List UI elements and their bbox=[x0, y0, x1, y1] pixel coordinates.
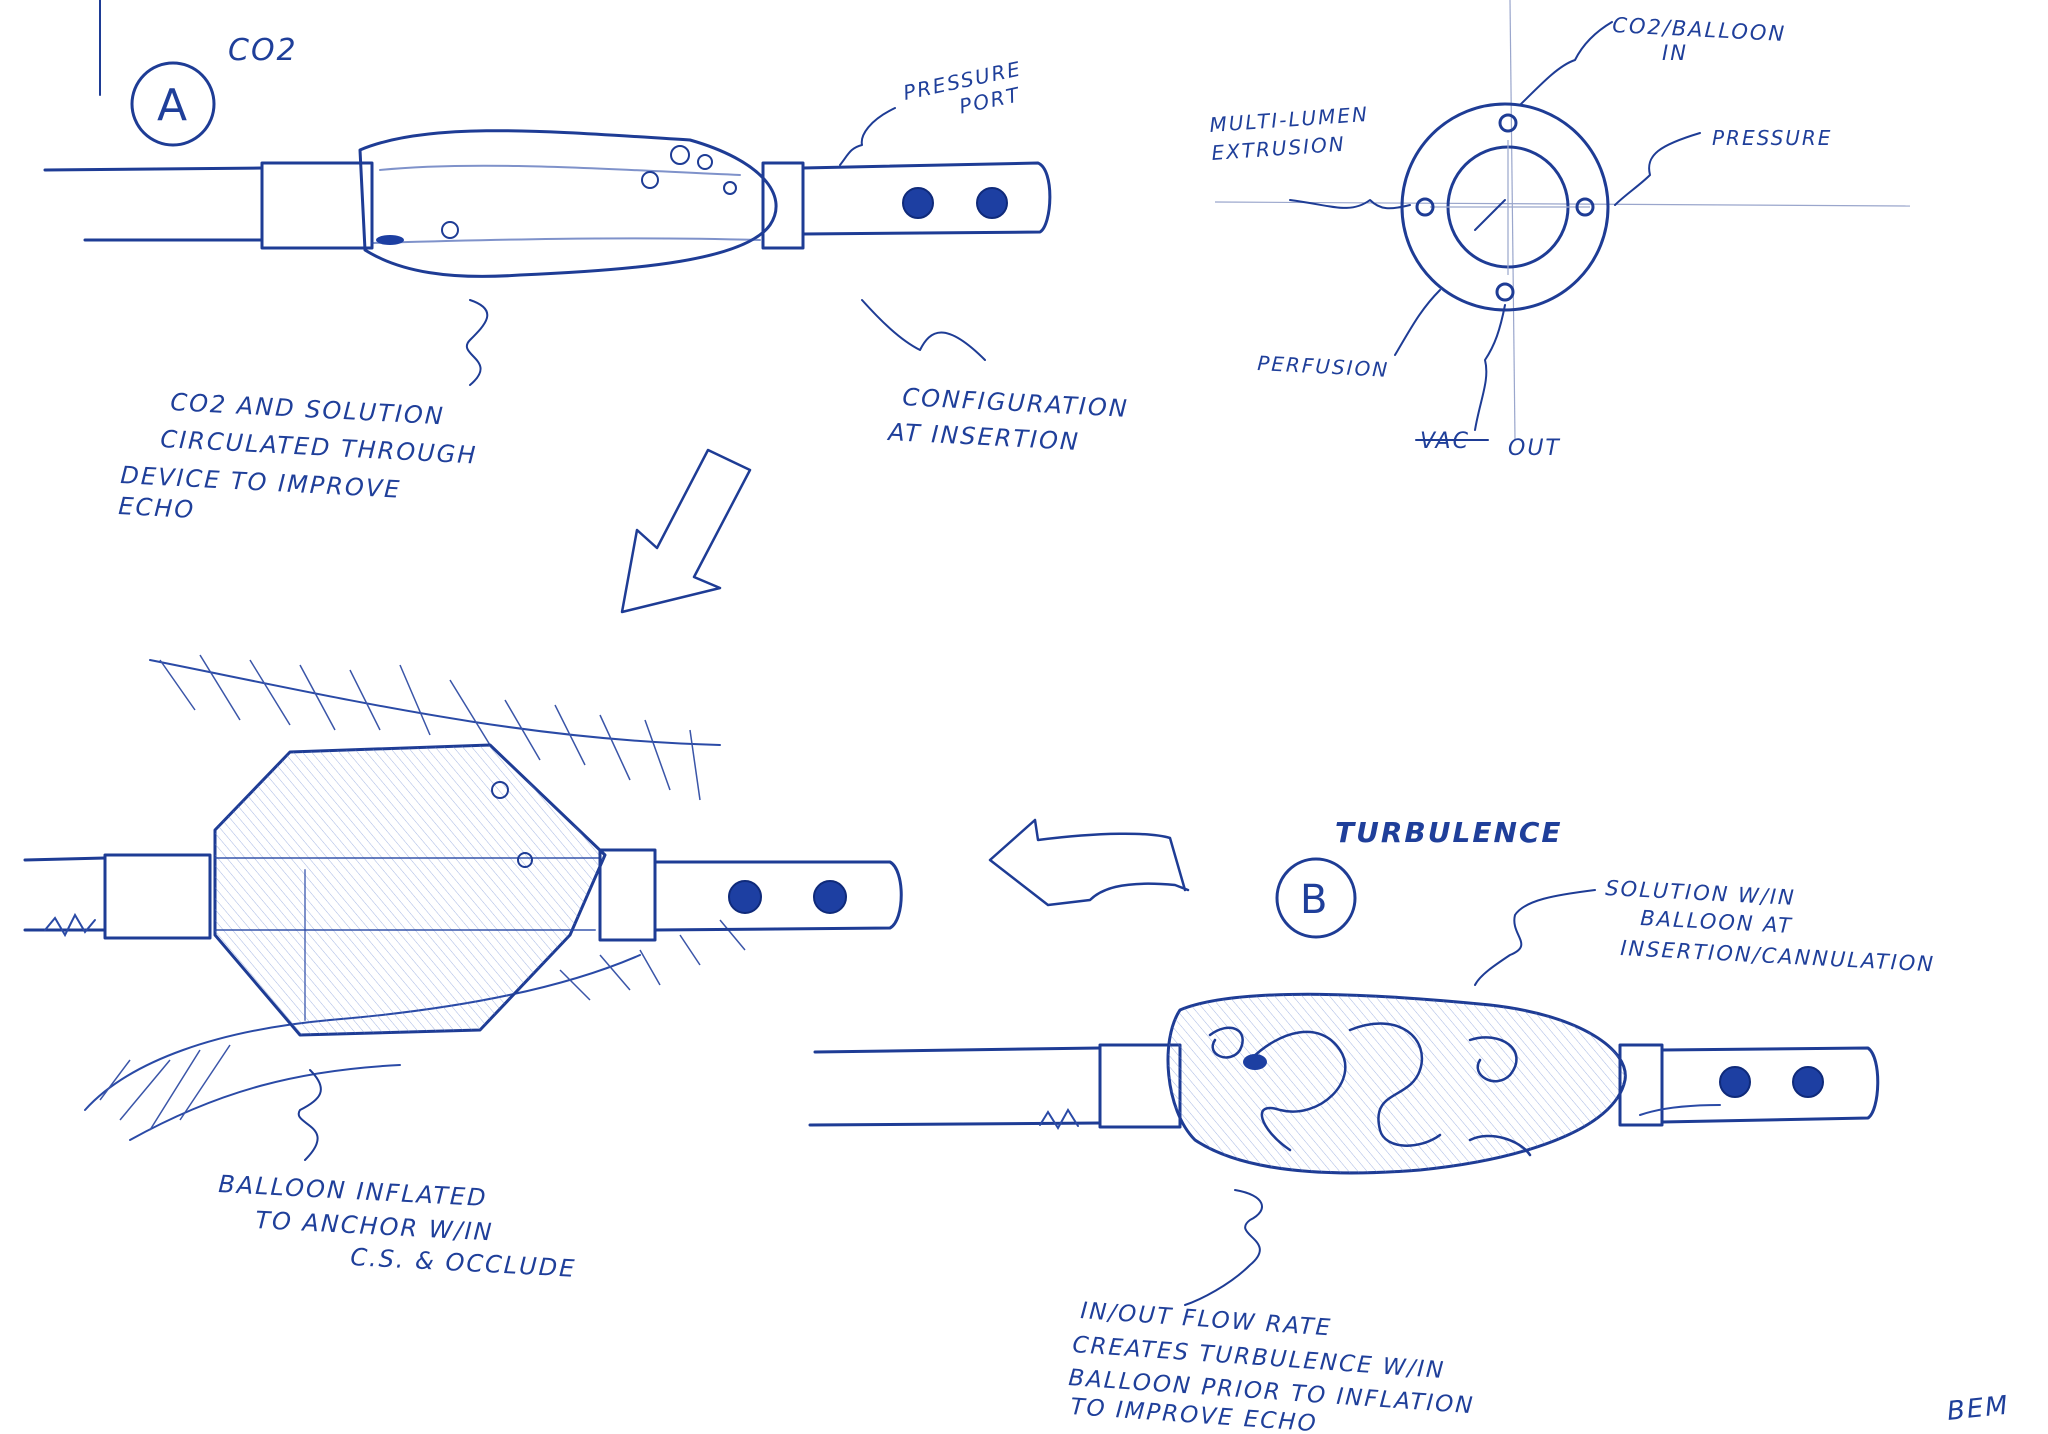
label-pressure: PRESSURE bbox=[1712, 126, 1832, 150]
cross-section bbox=[1214, 0, 1911, 441]
catheter-inflated bbox=[23, 743, 903, 1037]
leader-solution bbox=[1474, 889, 1596, 986]
svg-text:TO ANCHOR W/IN: TO ANCHOR W/IN bbox=[255, 1206, 495, 1246]
svg-text:CO2/BALLOON: CO2/BALLOON bbox=[1612, 13, 1787, 46]
label-vac-out: VAC OUT bbox=[1415, 429, 1561, 461]
turbulence-heading: TURBULENCE bbox=[1335, 816, 1563, 849]
leader-configuration bbox=[861, 299, 986, 361]
label-vac-struck: VAC bbox=[1420, 429, 1470, 454]
label-co2-solution: CO2 AND SOLUTION CIRCULATED THROUGH DEVI… bbox=[118, 388, 478, 524]
svg-text:SOLUTION W/IN: SOLUTION W/IN bbox=[1605, 876, 1797, 910]
svg-text:MULTI-LUMEN: MULTI-LUMEN bbox=[1209, 102, 1370, 137]
label-solution-within: SOLUTION W/IN BALLOON AT INSERTION/CANNU… bbox=[1605, 876, 1936, 976]
svg-text:ECHO: ECHO bbox=[118, 492, 196, 524]
svg-text:CO2 AND SOLUTION: CO2 AND SOLUTION bbox=[170, 388, 446, 430]
svg-text:CIRCULATED THROUGH: CIRCULATED THROUGH bbox=[160, 425, 478, 470]
label-flow-rate: IN/OUT FLOW RATE CREATES TURBULENCE W/IN… bbox=[1068, 1298, 1476, 1434]
label-balloon-inflated: BALLOON INFLATED TO ANCHOR W/IN C.S. & O… bbox=[218, 1170, 577, 1283]
catheter-a bbox=[43, 107, 1052, 278]
label-out: OUT bbox=[1508, 436, 1561, 461]
svg-text:INSERTION/CANNULATION: INSERTION/CANNULATION bbox=[1620, 936, 1936, 976]
circle-b-letter: B bbox=[1300, 877, 1329, 923]
svg-text:C.S. & OCCLUDE: C.S. & OCCLUDE bbox=[350, 1243, 577, 1283]
label-configuration: CONFIGURATION AT INSERTION bbox=[886, 383, 1130, 456]
svg-text:CONFIGURATION: CONFIGURATION bbox=[902, 383, 1130, 423]
initials: BEM bbox=[1946, 1391, 2011, 1427]
leader-flow-rate bbox=[1184, 1189, 1263, 1306]
catheter-b bbox=[808, 992, 1880, 1175]
leader-co2-solution bbox=[465, 299, 489, 386]
svg-text:BALLOON AT: BALLOON AT bbox=[1640, 906, 1794, 938]
label-multi-lumen: MULTI-LUMEN EXTRUSION bbox=[1209, 102, 1370, 165]
circle-a-letter: A bbox=[157, 80, 189, 131]
svg-text:IN: IN bbox=[1662, 41, 1688, 65]
svg-text:EXTRUSION: EXTRUSION bbox=[1211, 132, 1347, 165]
label-co2-balloon-in: CO2/BALLOON IN bbox=[1612, 13, 1787, 65]
arrow-left bbox=[988, 818, 1190, 907]
figure-a-heading: CO2 A bbox=[130, 33, 298, 147]
co2-heading: CO2 bbox=[228, 33, 298, 68]
leader-balloon-inflated bbox=[297, 1069, 322, 1161]
circle-a bbox=[130, 61, 216, 147]
arrow-down-left bbox=[620, 448, 752, 614]
label-pressure-port: PRESSURE PORT bbox=[901, 56, 1024, 118]
label-perfusion: PERFUSION bbox=[1257, 351, 1390, 382]
circle-b bbox=[1275, 857, 1357, 939]
svg-text:AT INSERTION: AT INSERTION bbox=[886, 418, 1081, 456]
